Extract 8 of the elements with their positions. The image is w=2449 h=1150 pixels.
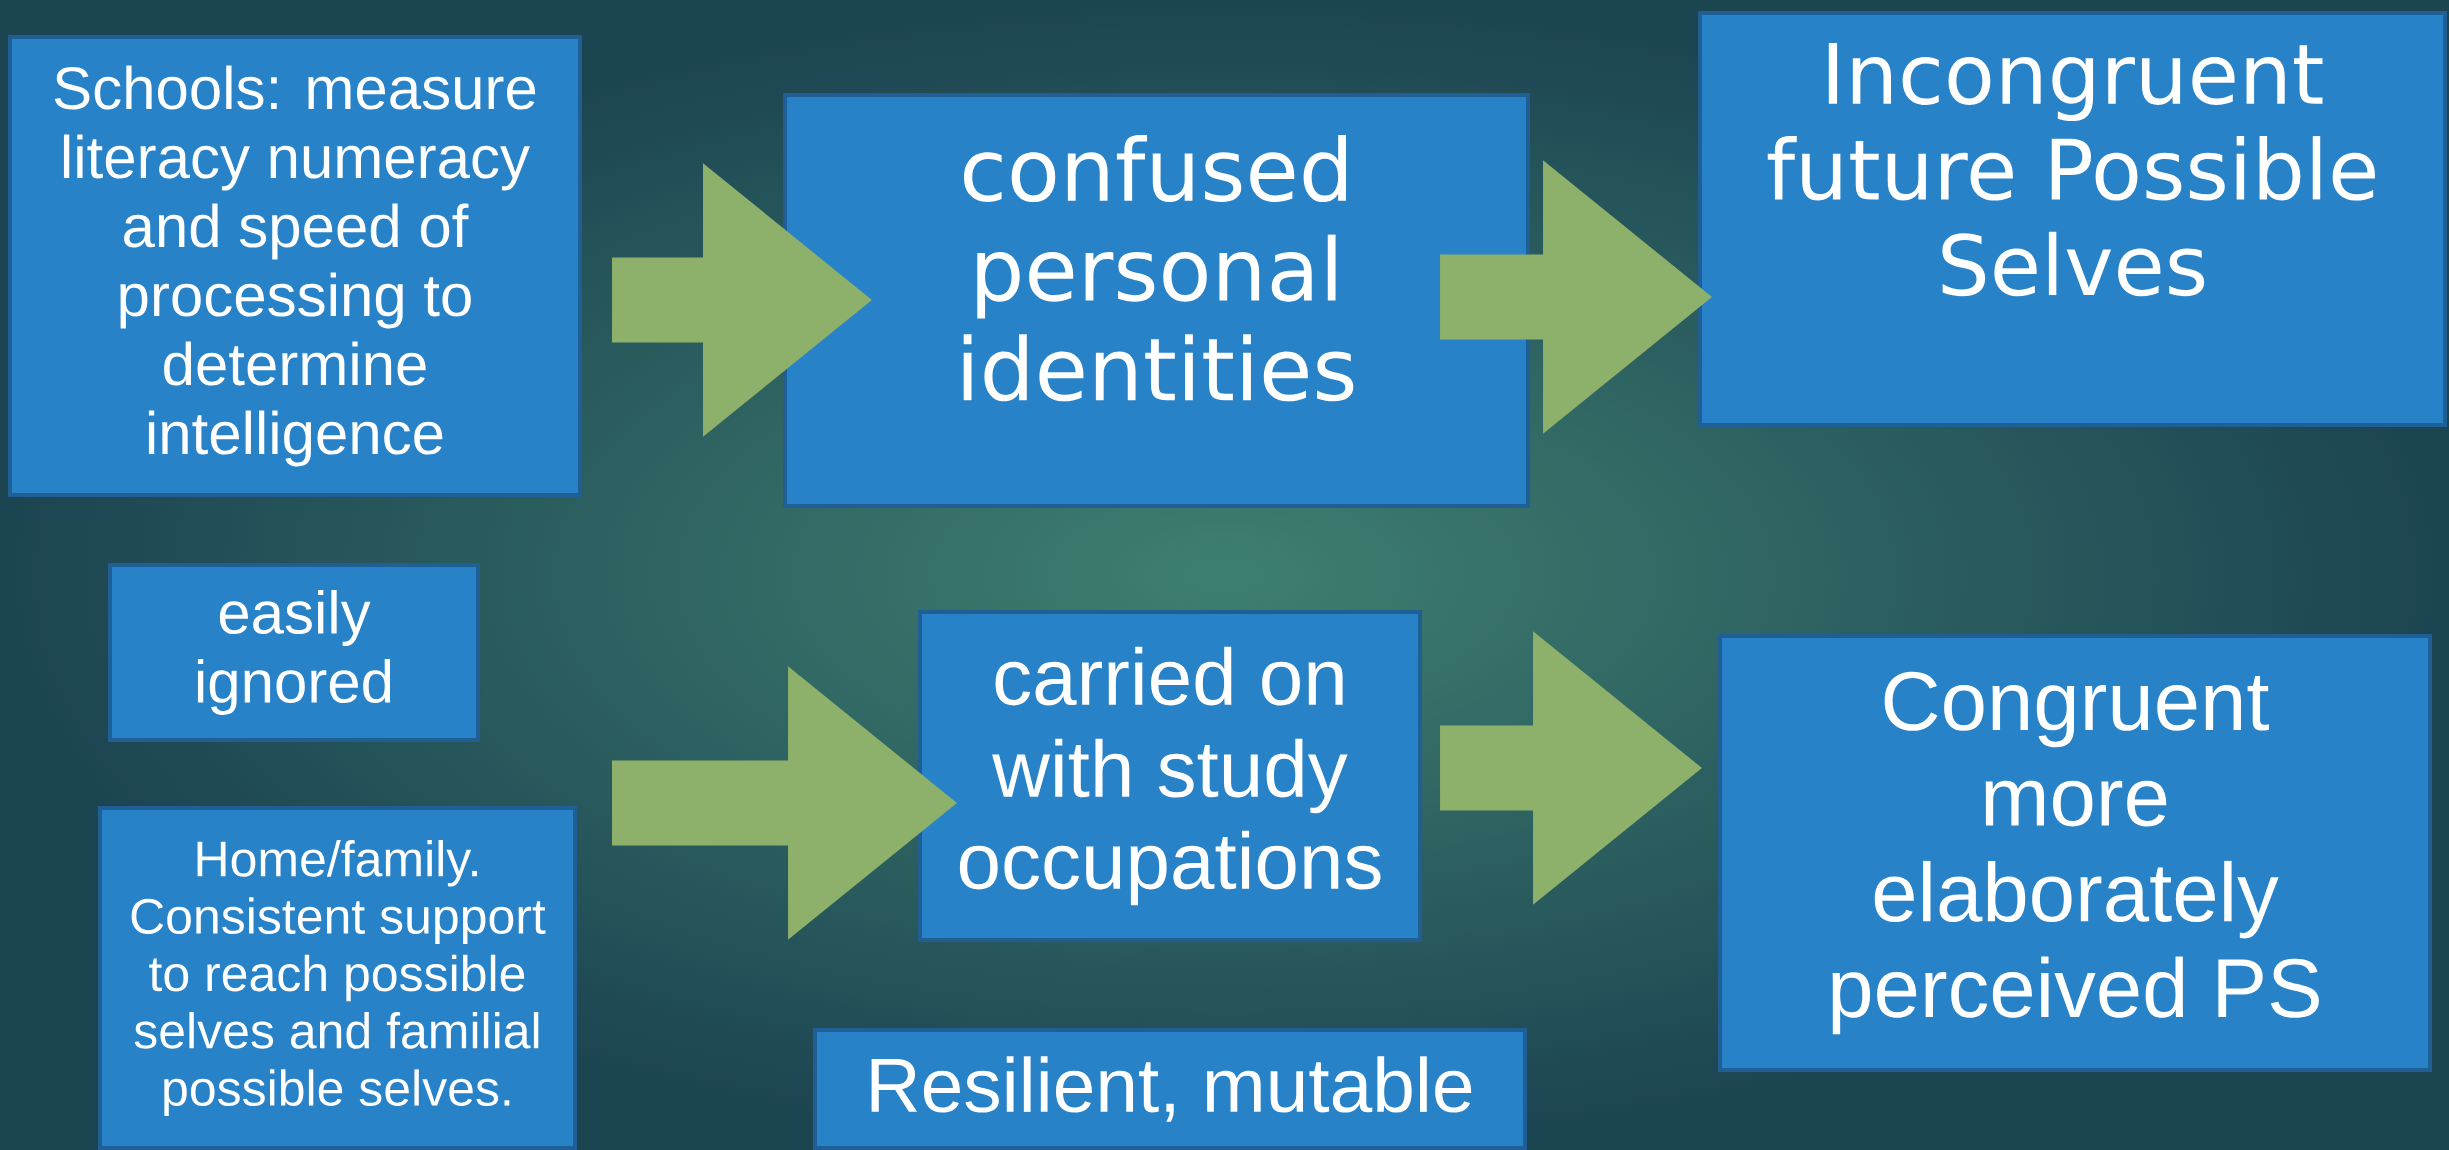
text-box: easily ignored [108, 563, 480, 742]
text-box: Incongruent future Possible Selves [1698, 11, 2448, 427]
text-box: Schools: measure literacy numeracy and speed of processing to determine intelligence [8, 35, 582, 497]
text-box: Congruent more elaborately perceived PS [1718, 634, 2433, 1072]
text-box: Home/family. Consistent support to reach possible selves and familial possible selves. [98, 806, 577, 1150]
text-box: carried on with study occupations [918, 610, 1422, 942]
text-box: confused personal identities [783, 93, 1530, 508]
text-box: Resilient, mutable [813, 1028, 1527, 1150]
